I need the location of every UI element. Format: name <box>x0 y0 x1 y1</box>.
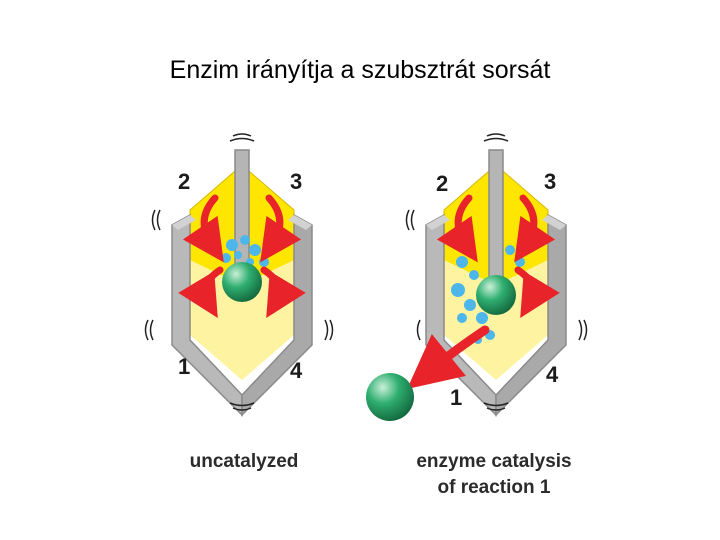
right-vibration-marks <box>405 133 588 411</box>
left-caption: uncatalyzed <box>190 451 299 472</box>
left-panel: 2 3 1 4 uncatalyzed <box>144 133 334 472</box>
right-label-2: 2 <box>436 171 448 196</box>
right-caption-line2: of reaction 1 <box>438 477 551 498</box>
right-label-3: 3 <box>544 169 556 194</box>
left-label-1: 1 <box>178 354 190 379</box>
right-label-1: 1 <box>450 385 462 410</box>
right-panel: 2 3 1 4 enzyme catalysis of reaction 1 <box>366 133 588 498</box>
left-substrate <box>222 262 262 302</box>
released-product-ball <box>366 373 414 421</box>
right-label-4: 4 <box>546 362 559 387</box>
left-label-2: 2 <box>178 169 190 194</box>
product-release-arrow <box>407 325 490 390</box>
slide-title: Enzim irányítja a szubsztrát sorsát <box>169 56 551 84</box>
right-substrate <box>476 275 516 315</box>
left-label-3: 3 <box>290 169 302 194</box>
left-red-arrows <box>178 194 306 319</box>
right-red-arrows <box>407 194 560 390</box>
left-vibration-marks <box>144 133 334 411</box>
right-caption-line1: enzyme catalysis <box>416 451 571 472</box>
left-label-4: 4 <box>290 358 303 383</box>
